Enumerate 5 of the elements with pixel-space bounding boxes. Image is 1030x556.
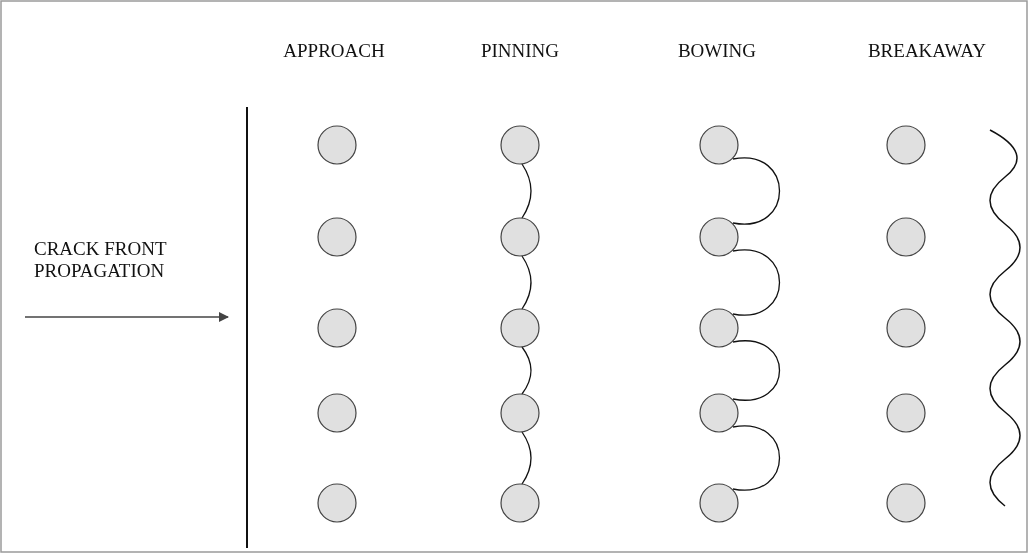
column-heading: BOWING	[677, 40, 757, 62]
column-heading: PINNING	[480, 40, 560, 62]
arrow-caption: CRACK FRONT PROPAGATION	[34, 238, 168, 282]
column-heading: APPROACH	[283, 40, 385, 62]
column-heading: BREAKAWAY	[867, 40, 987, 62]
